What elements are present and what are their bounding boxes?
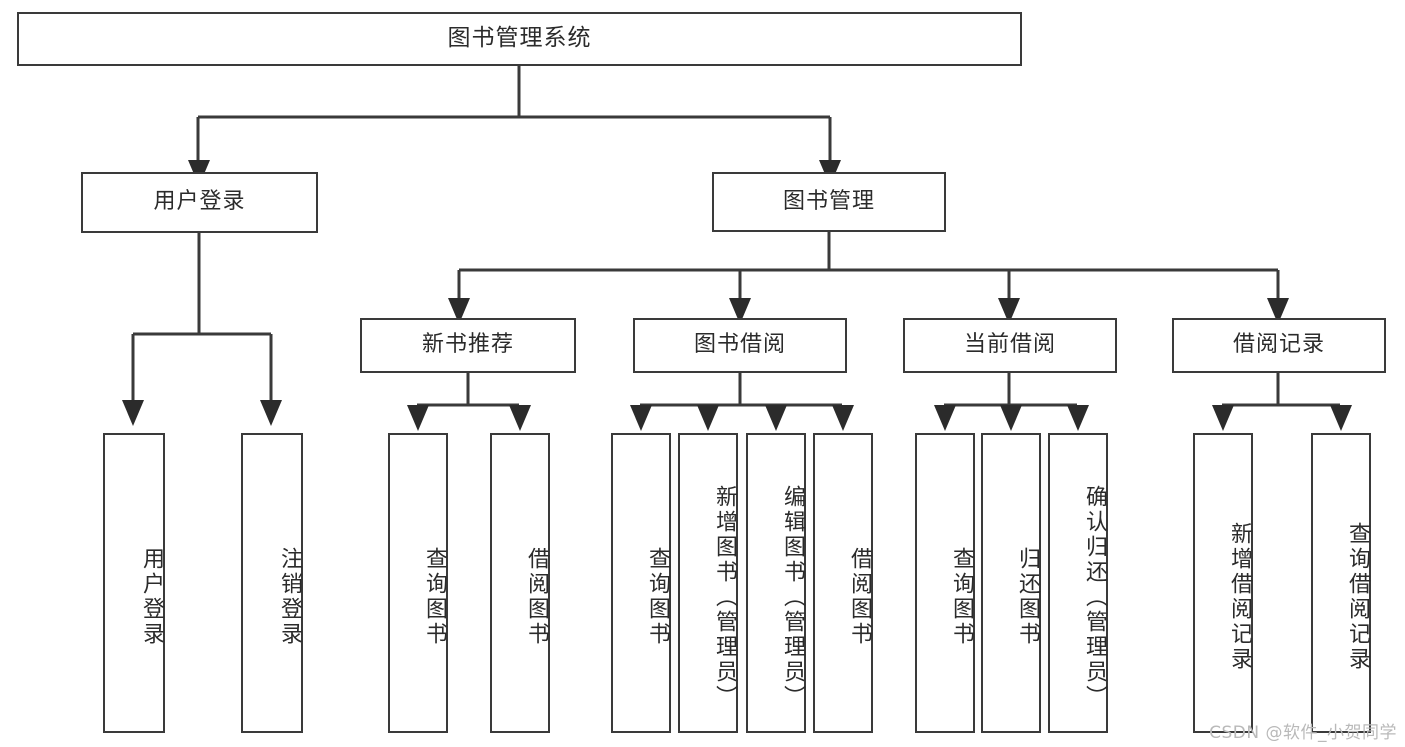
arrow-br-leaf2: [1330, 405, 1352, 431]
node-borrow-record[interactable]: 借阅记录: [1172, 318, 1386, 373]
node-new-book-recommend[interactable]: 新书推荐: [360, 318, 576, 373]
node-new-book-recommend-label: 新书推荐: [421, 332, 514, 358]
leaf-book-borrow-add[interactable]: 新增图书（管理员）: [678, 433, 738, 733]
arrow-cb-leaf1: [934, 405, 956, 431]
node-current-borrow[interactable]: 当前借阅: [903, 318, 1117, 373]
leaf-current-borrow-confirm-label: 确认归还（管理员）: [1082, 484, 1107, 710]
leaf-book-borrow-query[interactable]: 查询图书: [611, 433, 671, 733]
node-book-borrow[interactable]: 图书借阅: [633, 318, 847, 373]
leaf-book-borrow-edit-label: 编辑图书（管理员）: [780, 484, 805, 710]
leaf-current-borrow-query[interactable]: 查询图书: [915, 433, 975, 733]
leaf-current-borrow-query-label: 查询图书: [949, 547, 974, 647]
leaf-borrow-record-query-label: 查询借阅记录: [1345, 522, 1370, 672]
node-user-login[interactable]: 用户登录: [81, 172, 318, 233]
leaf-current-borrow-return[interactable]: 归还图书: [981, 433, 1041, 733]
leaf-book-borrow-add-label: 新增图书（管理员）: [712, 484, 737, 710]
arrow-nb-leaf1: [407, 405, 429, 431]
leaf-book-borrow-query-label: 查询图书: [645, 547, 670, 647]
leaf-borrow-record-add-label: 新增借阅记录: [1227, 522, 1252, 672]
arrow-ul-leaf2: [260, 400, 282, 426]
arrow-br-leaf1: [1212, 405, 1234, 431]
leaf-user-login-logout-label: 注销登录: [277, 547, 302, 647]
leaf-borrow-record-add[interactable]: 新增借阅记录: [1193, 433, 1253, 733]
node-book-manage-label: 图书管理: [782, 188, 875, 214]
leaf-book-borrow-lend[interactable]: 借阅图书: [813, 433, 873, 733]
leaf-user-login-login[interactable]: 用户登录: [103, 433, 165, 733]
leaf-new-book-borrow-label: 借阅图书: [524, 547, 549, 647]
node-borrow-record-label: 借阅记录: [1232, 332, 1325, 358]
arrow-cb-leaf3: [1067, 405, 1089, 431]
leaf-user-login-login-label: 用户登录: [139, 547, 164, 647]
arrow-cb-leaf2: [1000, 405, 1022, 431]
leaf-current-borrow-return-label: 归还图书: [1015, 547, 1040, 647]
leaf-new-book-query-label: 查询图书: [422, 547, 447, 647]
leaf-book-borrow-edit[interactable]: 编辑图书（管理员）: [746, 433, 806, 733]
node-user-login-label: 用户登录: [153, 189, 246, 215]
leaf-new-book-query[interactable]: 查询图书: [388, 433, 448, 733]
leaf-current-borrow-confirm[interactable]: 确认归还（管理员）: [1048, 433, 1108, 733]
node-root-system[interactable]: 图书管理系统: [17, 12, 1022, 66]
arrow-bb-leaf2: [697, 405, 719, 431]
node-root-system-label: 图书管理系统: [447, 25, 592, 52]
node-current-borrow-label: 当前借阅: [963, 332, 1056, 358]
leaf-new-book-borrow[interactable]: 借阅图书: [490, 433, 550, 733]
node-book-manage[interactable]: 图书管理: [712, 172, 946, 232]
arrow-bb-leaf3: [765, 405, 787, 431]
arrow-bb-leaf4: [832, 405, 854, 431]
csdn-watermark: CSDN @软件_小贺同学: [1209, 723, 1397, 743]
leaf-book-borrow-lend-label: 借阅图书: [847, 547, 872, 647]
leaf-borrow-record-query[interactable]: 查询借阅记录: [1311, 433, 1371, 733]
node-book-borrow-label: 图书借阅: [693, 332, 786, 358]
arrow-bb-leaf1: [630, 405, 652, 431]
leaf-user-login-logout[interactable]: 注销登录: [241, 433, 303, 733]
arrow-nb-leaf2: [509, 405, 531, 431]
arrow-ul-leaf1: [122, 400, 144, 426]
